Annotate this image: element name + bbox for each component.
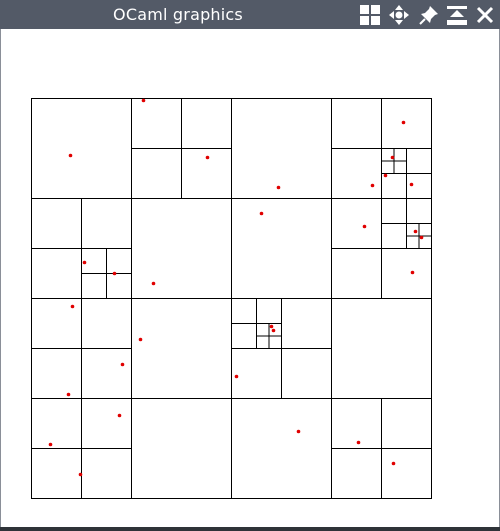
window-bottom-edge [0,527,500,531]
point-marker [141,98,146,103]
point-marker [70,304,75,309]
point-marker [112,271,117,276]
quadtree-cell [256,298,282,324]
quadtree-cell [331,298,432,399]
quadtree-cell [268,335,282,349]
quadtree-cell [131,298,232,399]
point-marker [78,472,83,477]
title-bar[interactable]: OCaml graphics [0,0,500,29]
maximize-icon[interactable] [445,3,469,27]
quadtree-cell [381,398,432,449]
quadtree-cell [406,148,432,174]
quadtree-cell [381,448,432,499]
point-marker [271,328,276,333]
quadtree-cell [231,398,332,499]
point-marker [391,461,396,466]
quadtree-cell [31,398,82,449]
point-marker [259,211,264,216]
quadtree-cell [418,235,432,249]
point-marker [370,183,375,188]
quadtree-cell [381,248,432,299]
point-marker [138,337,143,342]
quadtree-cell [106,248,132,274]
point-marker [409,182,414,187]
quadtree-cell [231,348,282,399]
quadtree-cell [181,148,232,199]
quadtree-cell [131,98,182,149]
quadtree-cell [31,348,82,399]
quadtree-cell [81,348,132,399]
quadtree-cell [418,223,432,237]
quadtree-cell [381,198,407,224]
quadtree-cell [281,348,332,399]
point-marker [117,413,122,418]
quadtree-cell [81,298,132,349]
quadtree-cell [331,248,382,299]
quadtree-cell [106,273,132,299]
close-icon[interactable] [473,3,497,27]
quadtree-cell [381,160,395,174]
quadtree-cell [231,198,332,299]
point-marker [151,281,156,286]
quadtree-cell [331,198,382,249]
quadtree-cell [331,398,382,449]
quadtree-canvas[interactable] [0,29,500,527]
point-marker [276,185,281,190]
quadtree-cell [256,335,270,349]
quadtree-cell [406,235,420,249]
point-marker [66,392,71,397]
quadtree-cell [231,98,332,199]
point-marker [120,362,125,367]
quadtree-cell [393,148,407,162]
point-marker [362,224,367,229]
quadtree-cell [81,398,132,449]
quadtree-cell [393,160,407,174]
point-marker [82,260,87,265]
point-marker [205,155,210,160]
quadtree-cell [81,198,132,249]
quadtree-cell [31,448,82,499]
point-marker [68,153,73,158]
point-marker [390,155,395,160]
tile-icon[interactable] [358,3,382,27]
point-marker [269,324,274,329]
quadtree-cell [406,173,432,199]
point-marker [419,235,424,240]
quadtree-cell [331,448,382,499]
quadtree-cell [231,298,257,324]
quadtree-cell [231,323,257,349]
graphics-area[interactable] [0,29,500,527]
quadtree-cell [31,98,132,199]
quadtree-cell [256,323,270,337]
quadtree-cell [406,223,420,237]
point-marker [383,173,388,178]
point-marker [48,442,53,447]
point-marker [401,120,406,125]
quadtree-cell [131,398,232,499]
quadtree-cell [131,148,182,199]
point-marker [413,229,418,234]
quadtree-cell [381,98,432,149]
quadtree-cell [331,98,382,149]
quadtree-cell [406,198,432,224]
quadtree-cell [81,448,132,499]
quadtree-cell [331,148,382,199]
quadtree-cell [31,198,82,249]
quadtree-cell [281,298,332,349]
window-title: OCaml graphics [113,5,243,24]
quadtree-cell [131,198,232,299]
move-icon[interactable] [387,3,411,27]
quadtree-cell [81,273,107,299]
quadtree-cell [381,223,407,249]
point-marker [234,374,239,379]
quadtree-cell [31,248,82,299]
point-marker [356,440,361,445]
point-marker [296,429,301,434]
pin-icon[interactable] [417,3,441,27]
point-marker [410,270,415,275]
quadtree-cell [181,98,232,149]
